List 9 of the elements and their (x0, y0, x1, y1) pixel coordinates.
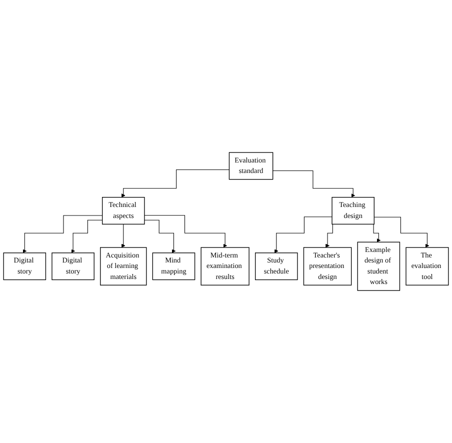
arrow (121, 224, 126, 248)
arrow (144, 220, 176, 254)
arrow (374, 216, 430, 248)
arrow (144, 215, 228, 248)
arrow (71, 220, 103, 254)
arrow (121, 169, 230, 198)
arrow (22, 215, 103, 254)
arrow (272, 170, 356, 198)
arrow (274, 216, 332, 254)
